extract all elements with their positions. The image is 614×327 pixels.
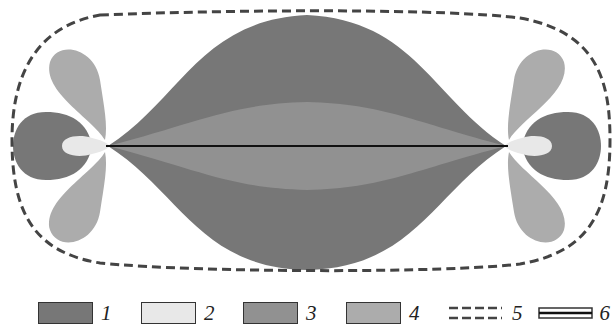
crack-tip-zones: [13, 50, 110, 243]
line-frame: [539, 308, 592, 318]
legend-number: 5: [512, 301, 523, 325]
zone-1-lens: [108, 15, 506, 270]
crack-sample: [539, 312, 592, 315]
boundary-dashed: [12, 11, 610, 271]
crack-tip-zones-mirror: [504, 50, 601, 243]
legend-number: 4: [409, 301, 420, 325]
legend-swatch: [141, 302, 196, 324]
legend-number: 2: [204, 301, 215, 325]
dash-line: [449, 317, 502, 320]
legend-line-sample: [538, 302, 593, 324]
legend-swatch: [243, 302, 298, 324]
legend-number: 6: [600, 301, 611, 325]
legend-swatch: [38, 302, 93, 324]
legend-dashed-sample: [448, 302, 503, 324]
legend-number: 1: [101, 301, 112, 325]
zone-2-tip: [504, 136, 552, 156]
dash-line: [449, 307, 502, 310]
crack-line: [106, 145, 508, 147]
legend-number: 3: [306, 301, 317, 325]
zone-2-tip: [62, 136, 110, 156]
legend-swatch: [346, 302, 401, 324]
